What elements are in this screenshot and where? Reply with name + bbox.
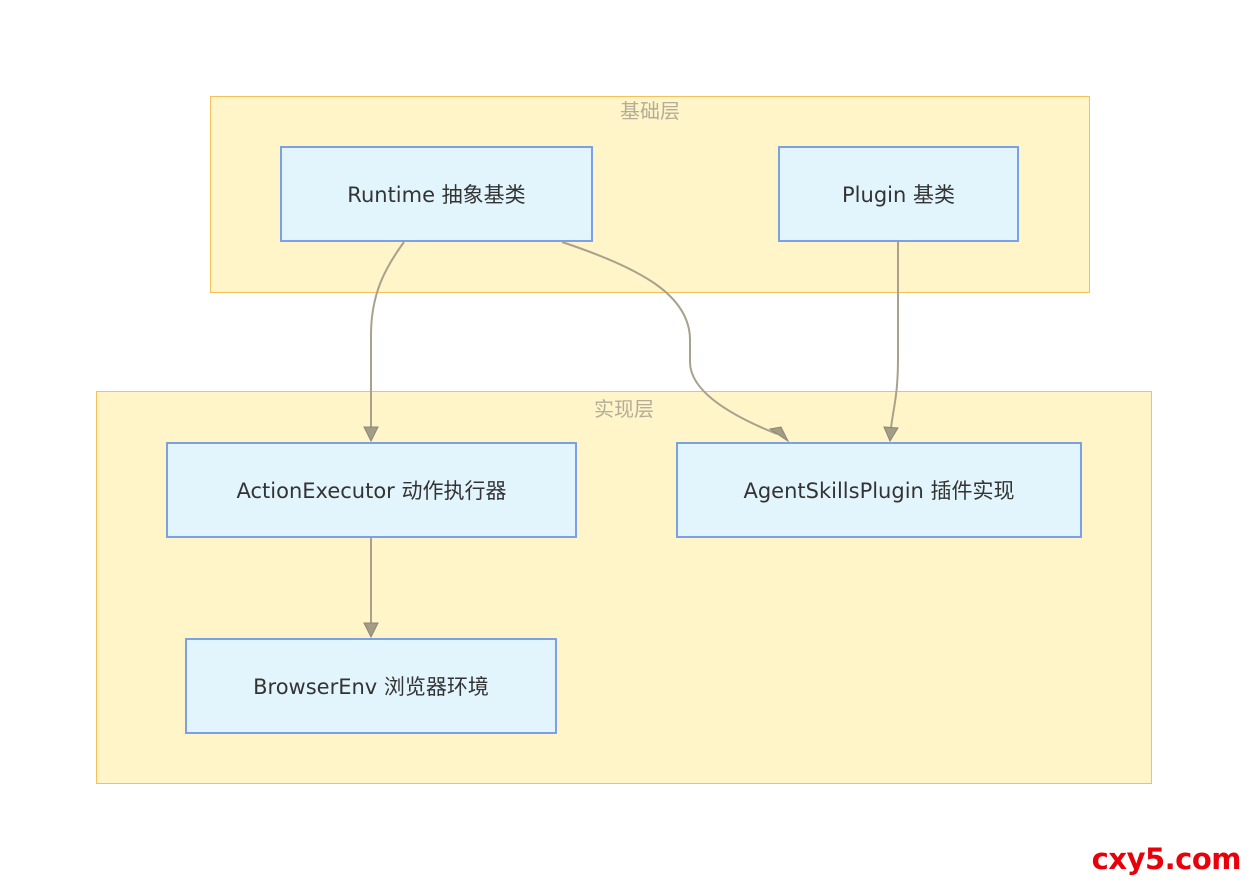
cluster-impl-layer-label: 实现层 xyxy=(594,397,654,421)
node-browser-env: BrowserEnv 浏览器环境 xyxy=(185,638,557,734)
node-runtime: Runtime 抽象基类 xyxy=(280,146,593,242)
cluster-base-layer-label: 基础层 xyxy=(620,99,680,123)
node-action-executor: ActionExecutor 动作执行器 xyxy=(166,442,577,538)
node-plugin: Plugin 基类 xyxy=(778,146,1019,242)
node-agent-skills-plugin: AgentSkillsPlugin 插件实现 xyxy=(676,442,1082,538)
watermark: cxy5.com xyxy=(1091,842,1242,876)
